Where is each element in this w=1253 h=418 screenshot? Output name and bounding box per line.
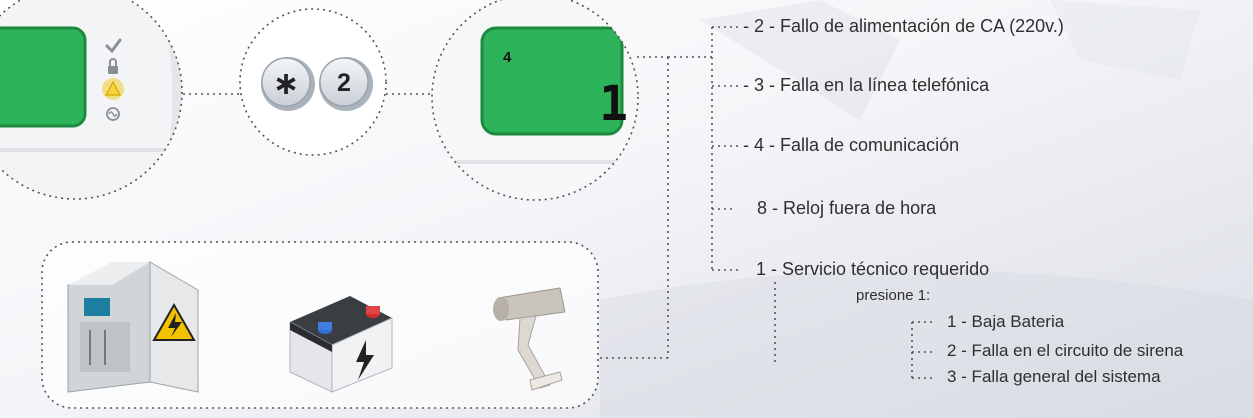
fault-ac-power: - 2 - Fallo de alimentación de CA (220v.… xyxy=(743,16,1064,37)
electrical-cabinet-icon xyxy=(68,262,198,392)
display-code-digit: 1 xyxy=(599,76,628,132)
service-low-battery: 1 - Baja Bateria xyxy=(947,312,1064,332)
key-two-label: 2 xyxy=(337,69,351,97)
devices-box xyxy=(42,242,598,408)
service-system-general: 3 - Falla general del sistema xyxy=(947,367,1161,387)
fault-phone-line: - 3 - Falla en la línea telefónica xyxy=(743,75,989,96)
service-siren-circuit: 2 - Falla en el circuito de sirena xyxy=(947,341,1183,361)
display-zone-number: 4 xyxy=(503,49,512,66)
key-star-label: ∗ xyxy=(273,64,300,102)
fault-clock: 8 - Reloj fuera de hora xyxy=(757,198,936,219)
fault-communication: - 4 - Falla de comunicación xyxy=(743,135,959,156)
key-two-button: 2 xyxy=(319,57,373,111)
panel-zoom-circle xyxy=(0,0,200,210)
panel-display-screen xyxy=(0,28,85,126)
keys-zoom-circle: ∗ 2 xyxy=(240,9,386,155)
fault-service-required: 1 - Servicio técnico requerido xyxy=(756,259,989,280)
key-star-button: ∗ xyxy=(261,57,315,111)
display-zoom-circle: 4 1 xyxy=(430,0,640,210)
service-prompt: presione 1: xyxy=(856,287,930,304)
